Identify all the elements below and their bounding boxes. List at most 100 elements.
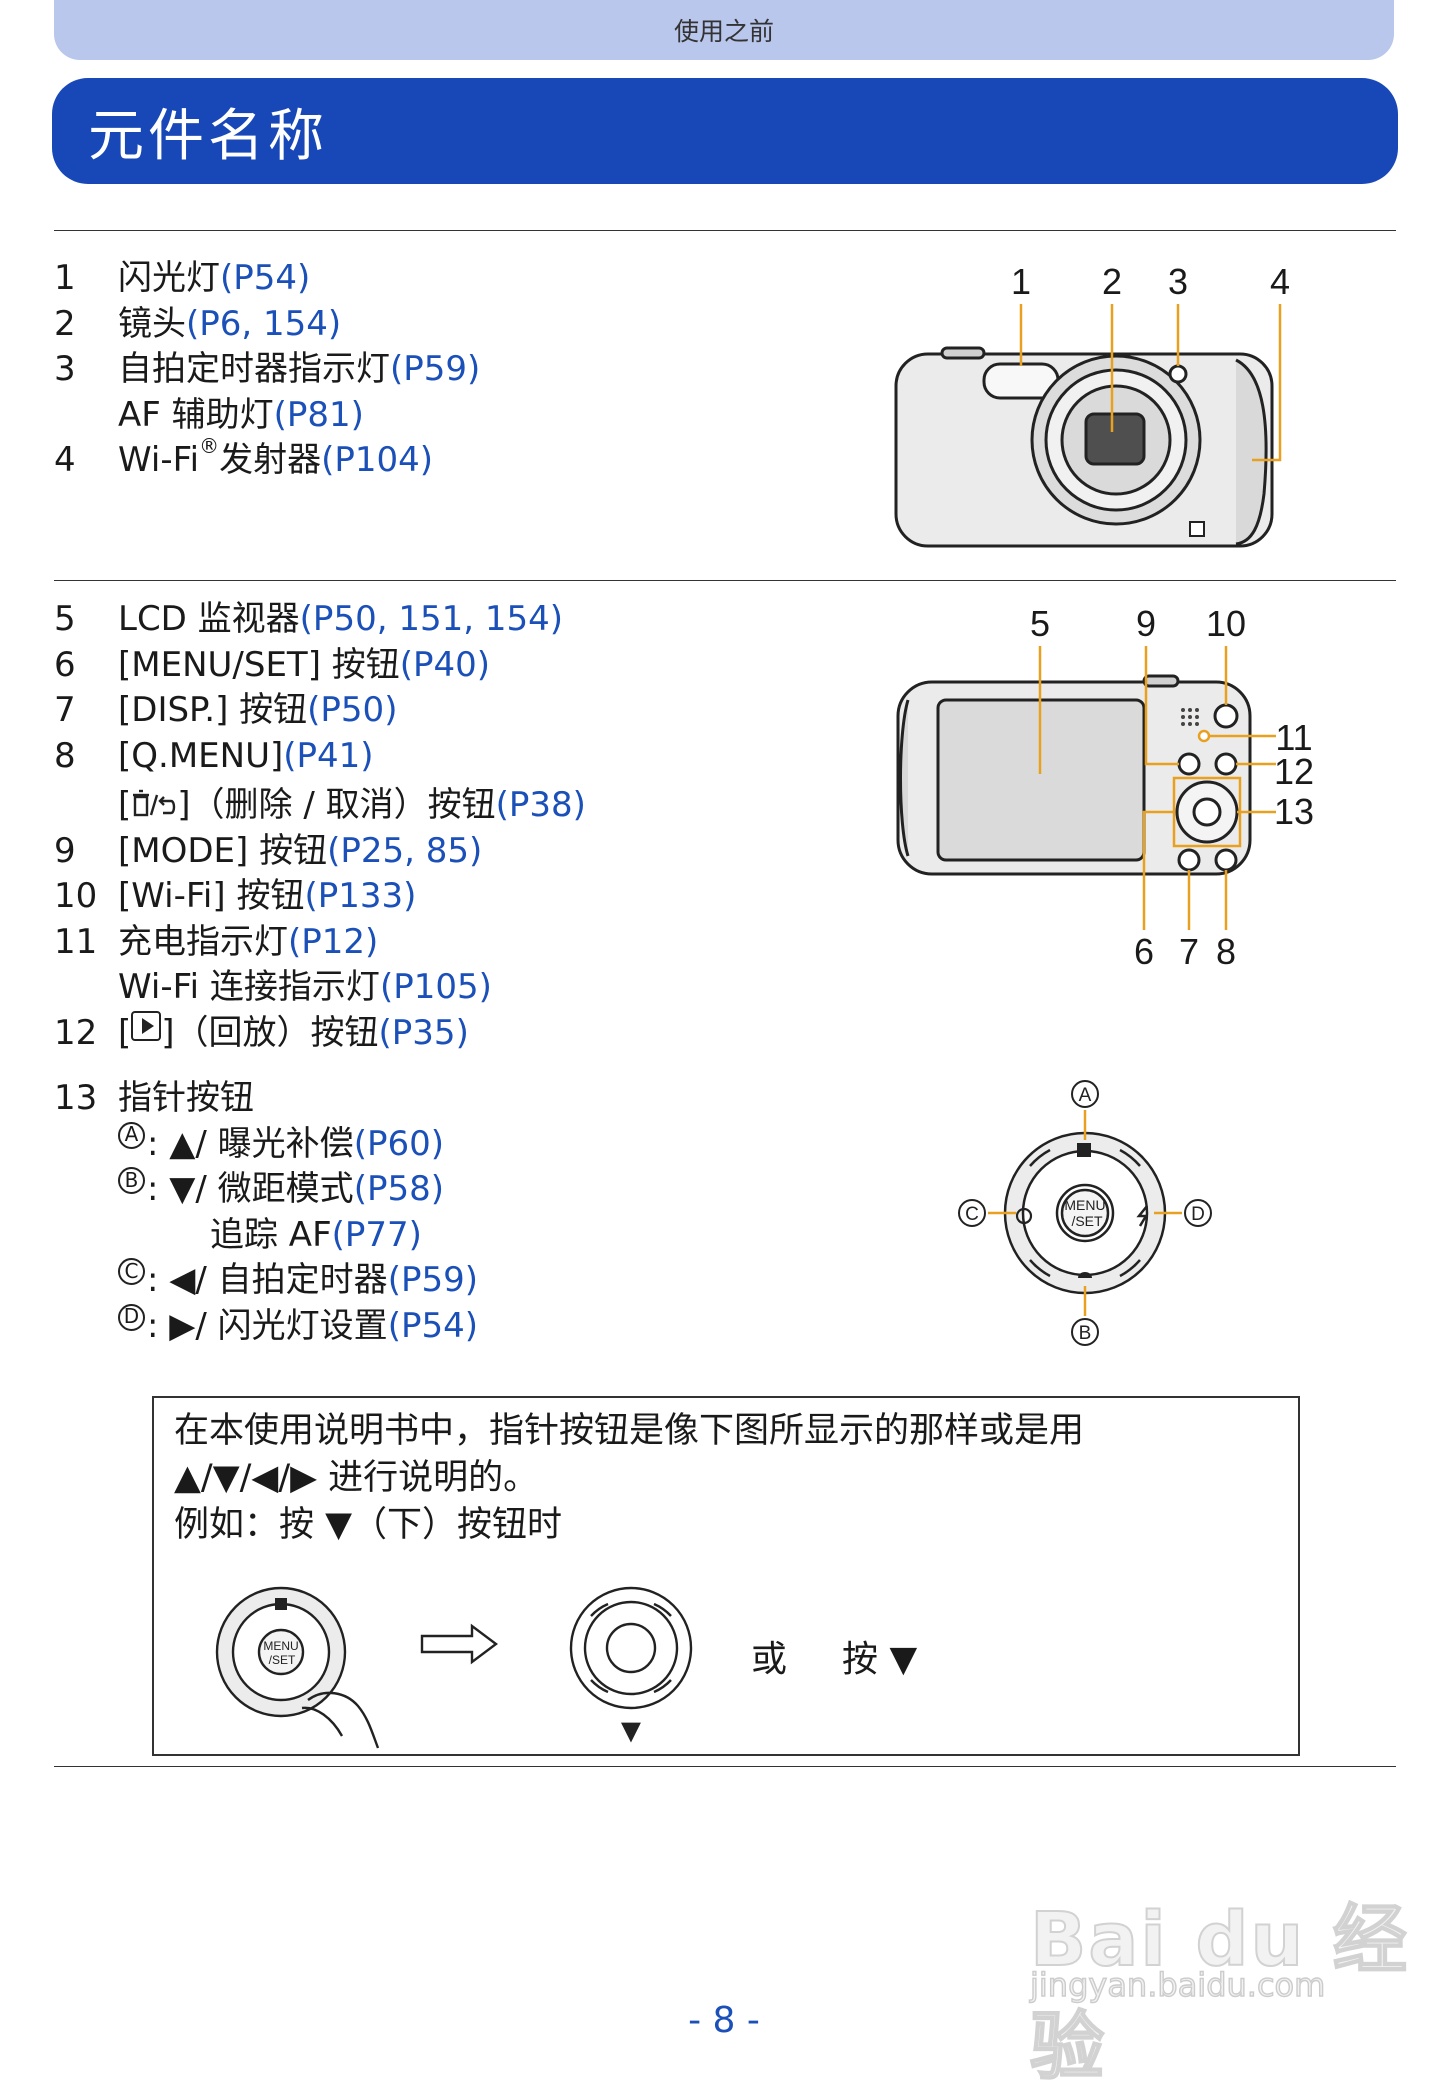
page-reference[interactable]: (P41): [283, 735, 374, 776]
item-text: Wi-Fi 连接指示灯: [118, 967, 380, 1007]
callout-label: 4: [1270, 261, 1290, 302]
note-box: 在本使用说明书中，指针按钮是像下图所显示的那样或是用 ▲/▼/◀/▶ 进行说明的…: [152, 1396, 1300, 1756]
item-text: 镜头: [118, 303, 186, 344]
page-reference[interactable]: (P133): [304, 876, 417, 916]
item-text: [: [118, 1012, 132, 1053]
page-reference[interactable]: (P58): [353, 1169, 444, 1209]
page-reference[interactable]: (P38): [495, 785, 586, 825]
title-band: 元件名称: [52, 78, 1398, 184]
item-number: [54, 783, 118, 829]
section-label: 使用之前: [673, 17, 774, 46]
item-text: 发射器: [219, 440, 322, 480]
page-reference[interactable]: (P77): [331, 1214, 422, 1255]
list-item: 10 [Wi-Fi] 按钮 (P133): [54, 874, 586, 920]
divider: [54, 1766, 1396, 1767]
list-item: 1 闪光灯 (P54): [54, 256, 480, 302]
dial-press-illustration: MENU /SET: [215, 1586, 380, 1749]
callout-label: B: [1079, 1323, 1092, 1344]
item-text: : ▼/ 微距模式: [147, 1169, 354, 1209]
item-text: [DISP.] 按钮: [118, 690, 308, 730]
page-reference[interactable]: (P50): [307, 690, 398, 730]
page-reference[interactable]: (P59): [387, 1260, 478, 1300]
page-reference[interactable]: (P6, 154): [186, 303, 342, 344]
item-text: ]（删除 / 取消）按钮: [177, 785, 496, 825]
page-reference[interactable]: (P81): [273, 394, 364, 435]
callout-label: 9: [1136, 603, 1156, 644]
note-line: ▲/▼/◀/▶ 进行说明的。: [174, 1458, 539, 1498]
menu-set-label: MENU: [1064, 1197, 1105, 1213]
item-text: ]（回放）按钮: [161, 1012, 379, 1053]
item-number: 4: [54, 440, 76, 480]
parts-list-rear: 5 LCD 监视器 (P50, 151, 154) 6 [MENU/SET] 按…: [54, 597, 586, 1056]
item-text: : ◀/ 自拍定时器: [147, 1260, 388, 1300]
circled-letter: B: [118, 1167, 145, 1194]
page-reference[interactable]: (P59): [390, 349, 481, 389]
list-item: 3 自拍定时器指示灯 (P59): [54, 347, 480, 393]
flash-icon: [1136, 1205, 1149, 1227]
callout-line: [1142, 810, 1174, 930]
exposure-icon: [275, 1598, 287, 1610]
page-reference[interactable]: (P40): [399, 644, 491, 685]
list-item: [ ]（删除 / 取消）按钮 (P38): [54, 783, 586, 829]
item-text: 追踪 AF: [210, 1214, 332, 1255]
page-reference[interactable]: (P25, 85): [327, 830, 483, 871]
list-item: 6 [MENU/SET] 按钮 (P40): [54, 643, 586, 689]
page-reference[interactable]: (P35): [378, 1012, 469, 1053]
page-reference[interactable]: (P50, 151, 154): [299, 599, 563, 639]
item-text: : ▲/ 曝光补偿: [147, 1123, 354, 1164]
page-title: 元件名称: [88, 103, 328, 169]
divider: [54, 230, 1396, 231]
list-item: 4 Wi-Fi ® 发射器 (P104): [54, 434, 480, 484]
list-item: AF 辅助灯 (P81): [54, 393, 480, 439]
page-reference[interactable]: (P60): [353, 1123, 444, 1164]
callout-label: D: [1191, 1204, 1205, 1225]
item-text: 闪光灯: [118, 258, 220, 298]
page-reference[interactable]: (P105): [379, 967, 492, 1007]
callout-label: 8: [1216, 931, 1236, 972]
list-item: D : ▶/ 闪光灯设置 (P54): [54, 1303, 478, 1350]
list-item: 13 指针按钮: [54, 1076, 478, 1122]
camera-front-diagram: 1 2 3 4: [894, 261, 1290, 548]
item-text: LCD 监视器: [118, 599, 300, 639]
dial-outline-illustration: ▼: [569, 1586, 693, 1750]
page-reference[interactable]: (P104): [321, 440, 434, 480]
item-number: 11: [54, 921, 98, 962]
list-item: 11 充电指示灯 (P12): [54, 920, 586, 966]
item-number: 12: [54, 1012, 98, 1053]
item-number: 2: [54, 303, 76, 344]
circled-letter: C: [118, 1258, 145, 1285]
item-number: 9: [54, 830, 76, 871]
camera-rear-diagram: 5 9 10 11 12 13 6 7 8: [896, 603, 1314, 972]
press-down-text: 按 ▼: [842, 1639, 918, 1680]
divider: [54, 580, 1396, 581]
item-text: [Wi-Fi] 按钮: [118, 876, 305, 916]
macro-icon: [1078, 1272, 1092, 1278]
page-reference[interactable]: (P12): [288, 921, 379, 962]
page-reference[interactable]: (P54): [387, 1305, 478, 1346]
item-number: 10: [54, 876, 98, 916]
list-item: 追踪 AF (P77): [54, 1213, 478, 1259]
parts-list-front: 1 闪光灯 (P54) 2 镜头 (P6, 154) 3 自拍定时器指示灯 (P…: [54, 256, 480, 484]
item-text: [MODE] 按钮: [118, 830, 328, 871]
or-text: 或: [751, 1639, 788, 1680]
menu-set-label: MENU: [263, 1639, 298, 1653]
item-text: 指针按钮: [118, 1078, 254, 1118]
item-number: 8: [54, 735, 76, 776]
item-text: [Q.MENU]: [118, 735, 284, 776]
section-header: 使用之前: [54, 0, 1394, 60]
registered-mark: ®: [199, 434, 220, 458]
item-text: [: [118, 785, 132, 825]
item-text: 自拍定时器指示灯: [118, 349, 390, 389]
list-item: 5 LCD 监视器 (P50, 151, 154): [54, 597, 586, 643]
list-item: B : ▼/ 微距模式 (P58): [54, 1167, 478, 1213]
list-item: 2 镜头 (P6, 154): [54, 302, 480, 348]
list-item: 7 [DISP.] 按钮 (P50): [54, 688, 586, 734]
playback-icon: [131, 1010, 162, 1041]
item-text: 充电指示灯: [118, 921, 288, 962]
item-number: 7: [54, 690, 76, 730]
right-arrow-icon: [420, 1623, 498, 1665]
list-item: Wi-Fi 连接指示灯 (P105): [54, 965, 586, 1011]
page-reference[interactable]: (P54): [220, 258, 311, 298]
callout-label: 2: [1102, 261, 1122, 302]
circled-letter: A: [118, 1121, 145, 1149]
